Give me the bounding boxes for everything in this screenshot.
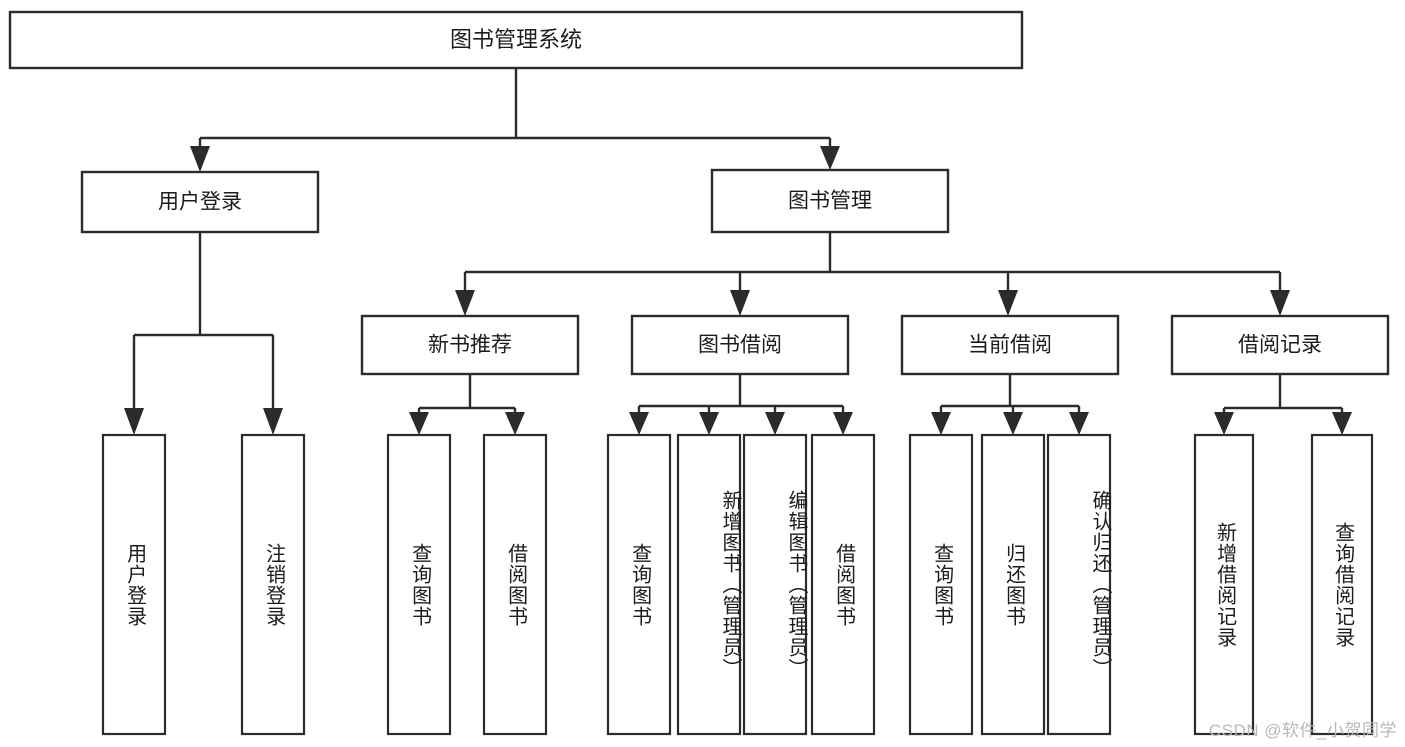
leaf-box-logout[interactable] xyxy=(240,433,306,736)
borrow-record-box[interactable] xyxy=(1170,314,1390,376)
arrow-to-leaf-query-book-b xyxy=(629,412,649,435)
arrow-to-leaf-query-record xyxy=(1332,412,1352,435)
book-management-label: 图书管理 xyxy=(788,190,872,213)
node-book-management[interactable]: 图书管理 xyxy=(710,168,950,234)
leaf-box-confirm-return[interactable] xyxy=(1046,433,1112,736)
leaf-box-query-book-b[interactable] xyxy=(606,433,672,736)
node-new-book-recommend[interactable]: 新书推荐 xyxy=(360,314,580,376)
user-login-label: 用户登录 xyxy=(158,191,242,214)
node-user-login[interactable]: 用户登录 xyxy=(80,170,320,234)
connector-group-new-book-rec xyxy=(409,374,525,435)
new-book-recommend-label: 新书推荐 xyxy=(428,334,512,357)
arrow-to-book-mgmt xyxy=(820,146,840,170)
arrow-to-leaf-user-login xyxy=(124,408,144,435)
arrow-to-leaf-borrow-book-a xyxy=(505,412,525,435)
arrow-to-leaf-edit-book xyxy=(765,412,785,435)
arrow-to-leaf-query-book-c xyxy=(931,412,951,435)
root-box[interactable] xyxy=(8,10,1024,70)
arrow-to-leaf-logout xyxy=(263,408,283,435)
node-root-system[interactable]: 图书管理系统 xyxy=(8,10,1024,70)
leaf-box-group xyxy=(101,433,1374,736)
csdn-watermark: CSDN @软件_小贺同学 xyxy=(1208,721,1397,740)
arrow-to-user-login xyxy=(190,146,210,172)
leaf-box-query-book-c[interactable] xyxy=(908,433,974,736)
arrow-to-current-borrow xyxy=(998,290,1018,316)
connector-group-root xyxy=(190,68,840,172)
node-current-borrow[interactable]: 当前借阅 xyxy=(900,314,1120,376)
leaf-box-return-book[interactable] xyxy=(980,433,1046,736)
connector-group-user-login xyxy=(124,232,283,435)
leaf-box-add-book[interactable] xyxy=(676,433,742,736)
leaf-box-edit-book[interactable] xyxy=(742,433,808,736)
user-login-box[interactable] xyxy=(80,170,320,234)
arrow-to-leaf-confirm-return xyxy=(1069,412,1089,435)
leaf-box-borrow-book-a[interactable] xyxy=(482,433,548,736)
arrow-to-leaf-borrow-book-b xyxy=(833,412,853,435)
connector-group-book-mgmt xyxy=(455,232,1290,316)
leaf-box-user-login[interactable] xyxy=(101,433,167,736)
arrow-to-leaf-query-book-a xyxy=(409,412,429,435)
borrow-record-label: 借阅记录 xyxy=(1238,334,1322,357)
arrow-to-leaf-add-record xyxy=(1214,412,1234,435)
leaf-box-query-record[interactable] xyxy=(1310,433,1374,736)
arrow-to-new-book-rec xyxy=(455,290,475,316)
leaf-box-borrow-book-b[interactable] xyxy=(810,433,876,736)
book-management-box[interactable] xyxy=(710,168,950,234)
current-borrow-label: 当前借阅 xyxy=(968,334,1052,357)
node-borrow-record[interactable]: 借阅记录 xyxy=(1170,314,1390,376)
arrow-to-leaf-return-book xyxy=(1003,412,1023,435)
arrow-to-leaf-add-book xyxy=(699,412,719,435)
book-borrow-label: 图书借阅 xyxy=(698,334,782,357)
connector-group-book-borrow xyxy=(629,374,853,435)
book-borrow-box[interactable] xyxy=(630,314,850,376)
leaf-box-add-record[interactable] xyxy=(1193,433,1255,736)
current-borrow-box[interactable] xyxy=(900,314,1120,376)
connector-group-borrow-record xyxy=(1214,374,1352,435)
new-book-recommend-box[interactable] xyxy=(360,314,580,376)
connector-group-current-borrow xyxy=(931,374,1089,435)
arrow-to-borrow-record xyxy=(1270,290,1290,316)
root-label: 图书管理系统 xyxy=(450,27,582,52)
arrow-to-book-borrow xyxy=(730,290,750,316)
leaf-box-query-book-a[interactable] xyxy=(386,433,452,736)
node-book-borrow[interactable]: 图书借阅 xyxy=(630,314,850,376)
